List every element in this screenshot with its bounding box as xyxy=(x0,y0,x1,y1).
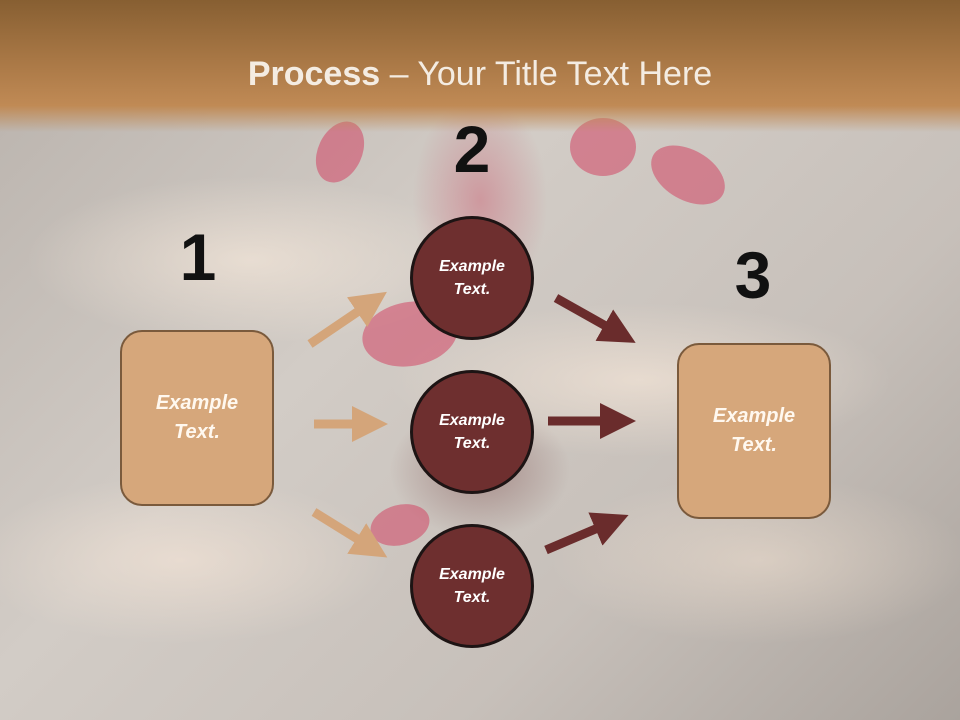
stage-number-3: 3 xyxy=(734,238,772,312)
slide-title: Process – Your Title Text Here xyxy=(0,52,960,96)
circle-bottom-label: Example Text. xyxy=(439,566,505,606)
start-box-label: Example Text. xyxy=(155,392,239,443)
circle-top-label: Example Text. xyxy=(439,258,505,298)
title-bar xyxy=(0,0,960,132)
end-box-label: Example Text. xyxy=(712,405,796,456)
start-box: Example Text. xyxy=(120,330,274,506)
arrow-start-to-bottom xyxy=(311,508,388,558)
end-box: Example Text. xyxy=(677,343,831,519)
title-rest: – Your Title Text Here xyxy=(380,55,713,93)
circle-middle-label: Example Text. xyxy=(439,412,505,452)
stage-number-1: 1 xyxy=(179,220,217,294)
process-circle-top: Example Text. xyxy=(410,216,534,340)
process-circle-middle: Example Text. xyxy=(410,370,534,494)
process-circle-bottom: Example Text. xyxy=(410,524,534,648)
arrow-top-to-end xyxy=(553,294,636,343)
stage-number-2: 2 xyxy=(453,112,491,186)
title-bold: Process xyxy=(247,55,381,93)
arrow-bottom-to-end xyxy=(544,512,629,555)
arrow-start-to-top xyxy=(307,291,387,348)
